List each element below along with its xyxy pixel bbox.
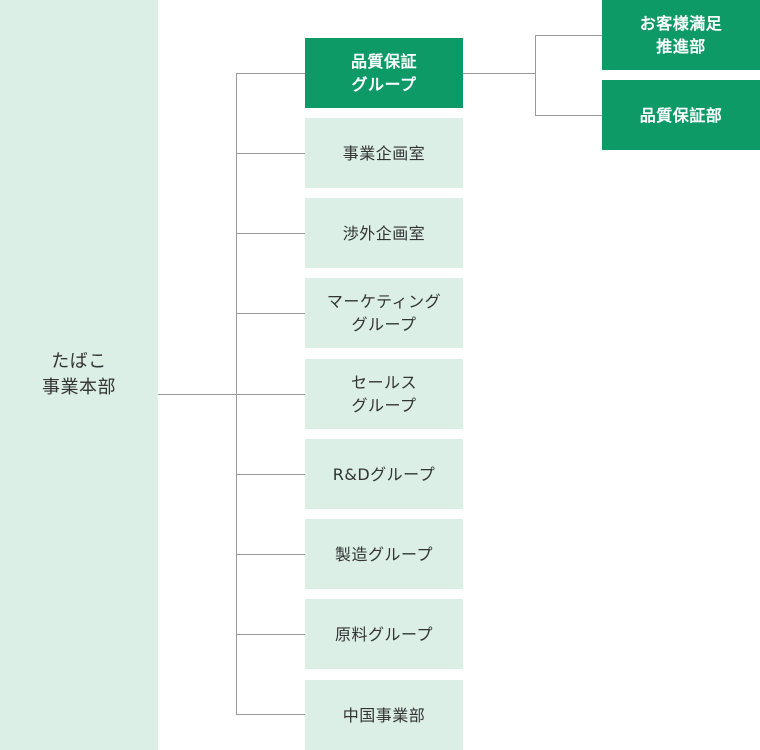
node-external-affairs: 渉外企画室 [305,198,463,268]
connector-branch-quality-assurance-group [236,73,305,74]
node-label: 渉外企画室 [342,223,426,243]
node-quality-assurance-dept: 品質保証部 [602,80,760,150]
node-sales-group: セールス グループ [305,359,463,429]
connector-branch-rnd [236,474,305,475]
node-rnd-group: R&Dグループ [305,439,463,509]
node-customer-satisfaction-dept: お客様満足 推進部 [602,0,760,70]
connector-sub-trunk [535,35,536,115]
connector-branch-manufacturing [236,554,305,555]
node-label: 事業企画室 [342,143,426,163]
connector-branch-raw-materials [236,634,305,635]
node-label: お客様満足 推進部 [639,14,723,56]
node-marketing-group: マーケティング グループ [305,278,463,348]
connector-branch-sales [236,394,305,395]
connector-qa-to-sub-trunk [463,73,535,74]
node-quality-assurance-group: 品質保証 グループ [305,38,463,108]
connector-branch-business-planning [236,153,305,154]
node-china-division: 中国事業部 [305,680,463,750]
connector-branch-quality-assurance-dept [535,115,602,116]
node-business-planning: 事業企画室 [305,118,463,188]
root-node-label: たばこ 事業本部 [42,351,116,398]
node-label: 原料グループ [334,624,434,644]
node-label: 中国事業部 [342,705,426,725]
node-raw-materials-group: 原料グループ [305,599,463,669]
node-label: マーケティング グループ [326,292,442,334]
connector-branch-marketing [236,313,305,314]
node-label: 製造グループ [334,544,434,564]
node-label: R&Dグループ [332,464,436,484]
node-label: 品質保証 グループ [350,52,417,94]
node-manufacturing-group: 製造グループ [305,519,463,589]
connector-root-to-trunk [158,394,236,395]
node-label: セールス グループ [350,373,417,415]
connector-branch-external-affairs [236,233,305,234]
root-node-tobacco-division: たばこ 事業本部 [0,0,158,750]
node-label: 品質保証部 [639,105,723,125]
connector-branch-china [236,714,305,715]
connector-branch-customer-satisfaction [535,35,602,36]
